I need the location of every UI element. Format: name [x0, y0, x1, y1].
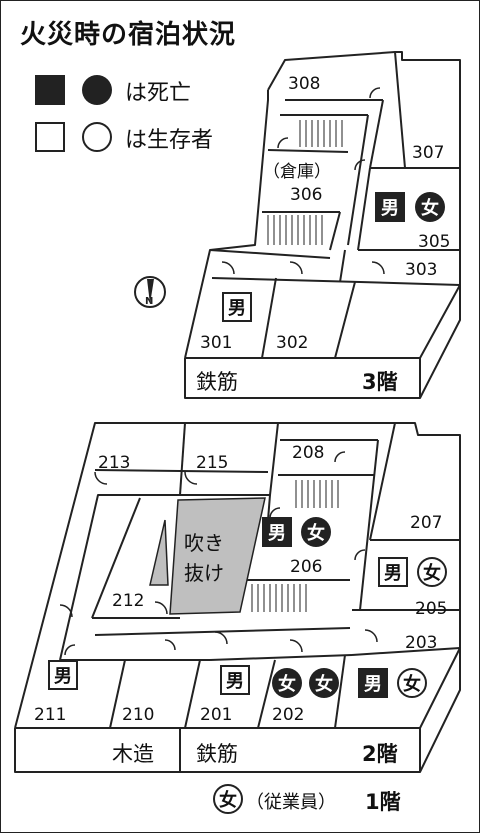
floor2-structure-wood: 木造 [112, 742, 154, 766]
room-206: 206 [290, 557, 323, 577]
occupant-203-male-dead: 男 [358, 668, 388, 698]
room-205: 205 [415, 599, 448, 619]
room-308: 308 [288, 74, 321, 94]
atrium-label-line1: 吹き [184, 531, 224, 555]
occupant-206-female-dead: 女 [301, 517, 331, 547]
legend-alive-female-circle [82, 122, 112, 152]
room-202: 202 [272, 705, 305, 725]
occupant-202-female-dead-2: 女 [309, 668, 339, 698]
svg-text:N: N [145, 296, 153, 307]
room-210: 210 [122, 705, 155, 725]
occupant-1f-female-staff: 女 [213, 784, 243, 814]
room-301: 301 [200, 333, 233, 353]
occupant-203-female-alive: 女 [397, 668, 427, 698]
occupant-201-male-alive: 男 [220, 665, 250, 695]
legend-alive-label: は生存者 [125, 128, 214, 153]
room-302: 302 [276, 333, 309, 353]
floor2-outline [14, 422, 461, 773]
occupant-205-male-alive: 男 [378, 557, 408, 587]
floor3-label: 3階 [362, 370, 398, 394]
occupant-305-male-dead: 男 [375, 192, 405, 222]
occupant-211-male-alive: 男 [48, 660, 78, 690]
floor1-staff-note: （従業員） [246, 792, 336, 813]
page-title: 火災時の宿泊状況 [20, 20, 237, 50]
atrium-label-line2: 抜け [184, 561, 224, 585]
atrium-void [169, 497, 266, 615]
north-arrow-icon: N [134, 276, 166, 308]
occupant-305-female-dead: 女 [415, 192, 445, 222]
floor2-label: 2階 [362, 742, 398, 766]
legend-dead-female-circle [82, 75, 112, 105]
legend-dead-label: は死亡 [125, 81, 192, 106]
floor3-outline [184, 51, 461, 399]
room-307: 307 [412, 143, 445, 163]
room-303: 303 [405, 260, 438, 280]
occupant-301-male-alive: 男 [222, 292, 252, 322]
floor1-label: 1階 [365, 790, 401, 814]
room-305: 305 [418, 232, 451, 252]
floor2-structure-rc: 鉄筋 [196, 742, 238, 766]
room-213: 213 [98, 453, 131, 473]
room-306: 306 [290, 185, 323, 205]
legend-alive-male-square [35, 122, 65, 152]
room-211: 211 [34, 705, 67, 725]
room-201: 201 [200, 705, 233, 725]
floor3-structure: 鉄筋 [196, 370, 238, 394]
occupant-205-female-alive: 女 [417, 557, 447, 587]
occupant-202-female-dead-1: 女 [272, 668, 302, 698]
room-306-note: （倉庫） [263, 162, 331, 182]
room-215: 215 [196, 453, 229, 473]
room-212: 212 [112, 591, 145, 611]
occupant-206-male-dead: 男 [262, 517, 292, 547]
room-203: 203 [405, 633, 438, 653]
room-207: 207 [410, 513, 443, 533]
legend-dead-male-square [35, 75, 65, 105]
room-208: 208 [292, 443, 325, 463]
